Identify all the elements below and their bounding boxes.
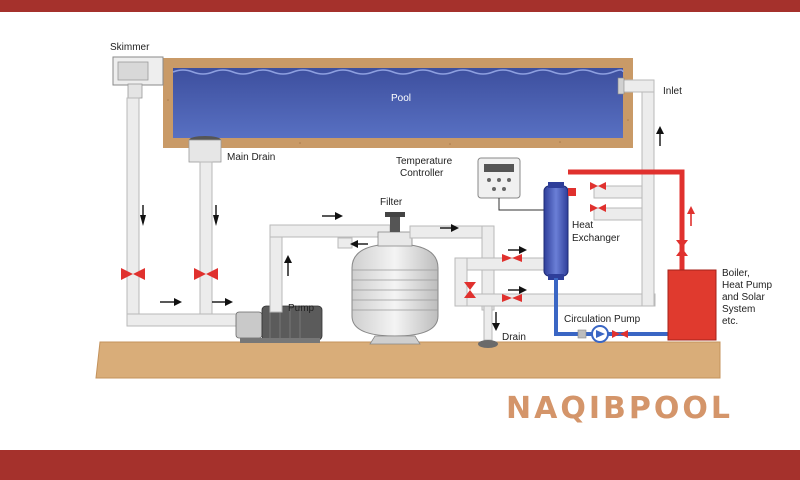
controller-wire (498, 198, 548, 211)
arrow-up-icon (284, 255, 292, 276)
temperature-controller-icon (477, 157, 521, 199)
boiler-label: Boiler, (722, 268, 750, 279)
valve-icon (612, 330, 628, 338)
top-band (0, 0, 800, 12)
skimmer-icon (112, 56, 164, 99)
arrow-right-icon (212, 298, 233, 306)
valve-icon (590, 204, 606, 212)
heat-exchanger-icon (543, 182, 576, 280)
pump-label: Pump (288, 303, 315, 314)
filter-tank-icon (351, 212, 439, 345)
inlet-label: Inlet (663, 86, 682, 97)
temperature-controller-label: Temperature (396, 156, 453, 167)
main-drain-icon (188, 136, 222, 163)
skimmer-label: Skimmer (110, 42, 150, 53)
valve-icon (502, 254, 522, 262)
valve-icon (464, 282, 476, 298)
suction-pipes (126, 97, 258, 327)
drain-label: Drain (502, 332, 526, 343)
boiler-label-line5: etc. (722, 316, 738, 327)
heat-exchanger-label: Heat (572, 220, 593, 231)
circulation-pump-label: Circulation Pump (564, 314, 641, 325)
boiler-icon (667, 269, 717, 341)
valve-icon (590, 182, 606, 190)
cold-water-loop (554, 278, 668, 336)
hot-water-loop (568, 169, 685, 270)
valve-icon (502, 294, 522, 302)
arrow-up-icon (687, 206, 695, 226)
arrow-right-icon (322, 212, 343, 220)
valve-icon (121, 268, 145, 280)
pump-icon (235, 305, 323, 343)
main-drain-label: Main Drain (227, 152, 275, 163)
arrow-right-icon (508, 246, 527, 254)
filter-label: Filter (380, 197, 403, 208)
pool-label: Pool (391, 93, 411, 104)
arrow-left-icon (350, 240, 368, 248)
temperature-controller-label-line2: Controller (400, 168, 444, 179)
arrow-right-icon (508, 286, 527, 294)
arrow-down-icon (140, 215, 146, 226)
heat-exchanger-label-line2: Exchanger (572, 233, 620, 244)
bottom-band (0, 450, 800, 480)
valve-icon (676, 240, 688, 256)
pool-water (173, 68, 623, 138)
valve-icon (194, 268, 218, 280)
circulation-pump-icon (577, 325, 609, 343)
ground-slab (95, 341, 721, 379)
arrow-right-icon (440, 224, 459, 232)
boiler-label-line4: System (722, 304, 755, 315)
arrow-down-icon (492, 312, 500, 331)
arrow-up-icon (656, 126, 664, 146)
arrow-right-icon (160, 298, 182, 306)
boiler-label-line2: Heat Pump (722, 280, 772, 291)
brand-logo-text: NAQIBPOOL (506, 391, 733, 426)
arrow-down-icon (213, 215, 219, 226)
inlet-icon (617, 77, 625, 95)
boiler-label-line3: and Solar (722, 292, 765, 303)
pool-wave (172, 69, 624, 75)
